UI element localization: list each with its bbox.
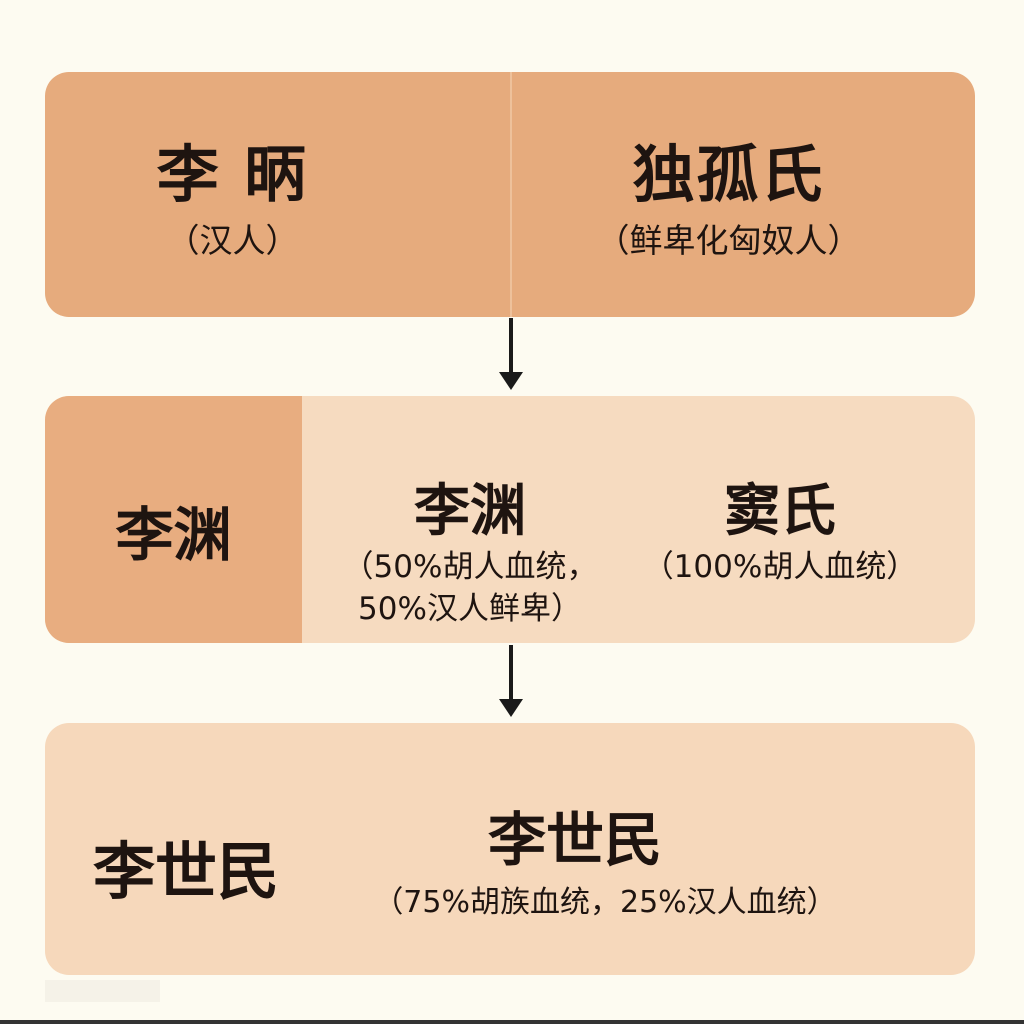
generation-2-label: 李渊 (115, 501, 232, 569)
dou-node: 窦氏 （100%胡人血统） (610, 466, 950, 589)
dou-name: 窦氏 (724, 479, 836, 544)
li-shimin-name: 李世民 (487, 806, 662, 874)
li-bing-name: 李 昞 (156, 138, 309, 211)
li-shimin-node: 李世民 （75%胡族血统，25%汉人血统） (335, 793, 875, 924)
li-yuan-desc-2: 50%汉人鲜卑） (358, 590, 582, 627)
dou-desc: （100%胡人血统） (642, 549, 918, 585)
generation-3-label: 李世民 (93, 835, 280, 908)
li-bing-cell: 李 昞 （汉人） (45, 72, 510, 317)
generation-1-box: 李 昞 （汉人） 独孤氏 （鲜卑化匈奴人） (45, 72, 975, 317)
row1-divider (510, 72, 512, 317)
dugu-name: 独孤氏 (632, 138, 825, 211)
dugu-cell: 独孤氏 （鲜卑化匈奴人） (512, 72, 975, 317)
li-shimin-desc: （75%胡族血统，25%汉人血统） (373, 885, 837, 920)
arrow-down-icon (499, 645, 523, 717)
watermark-blur (45, 980, 160, 1002)
generation-3-box: 李世民 李世民 （75%胡族血统，25%汉人血统） (45, 723, 975, 975)
arrow-down-icon (499, 318, 523, 390)
li-yuan-name: 李渊 (414, 479, 526, 544)
li-yuan-node: 李渊 （50%胡人血统， 50%汉人鲜卑） (330, 466, 610, 631)
li-bing-origin: （汉人） (166, 221, 299, 260)
bottom-edge-bar (0, 1020, 1024, 1024)
li-yuan-desc-1: （50%胡人血统， (342, 549, 598, 585)
generation-2-box: 李渊 李渊 （50%胡人血统， 50%汉人鲜卑） 窦氏 （100%胡人血统） (45, 396, 975, 643)
generation-2-label-cell: 李渊 (45, 396, 302, 643)
dugu-origin: （鲜卑化匈奴人） (596, 221, 861, 260)
